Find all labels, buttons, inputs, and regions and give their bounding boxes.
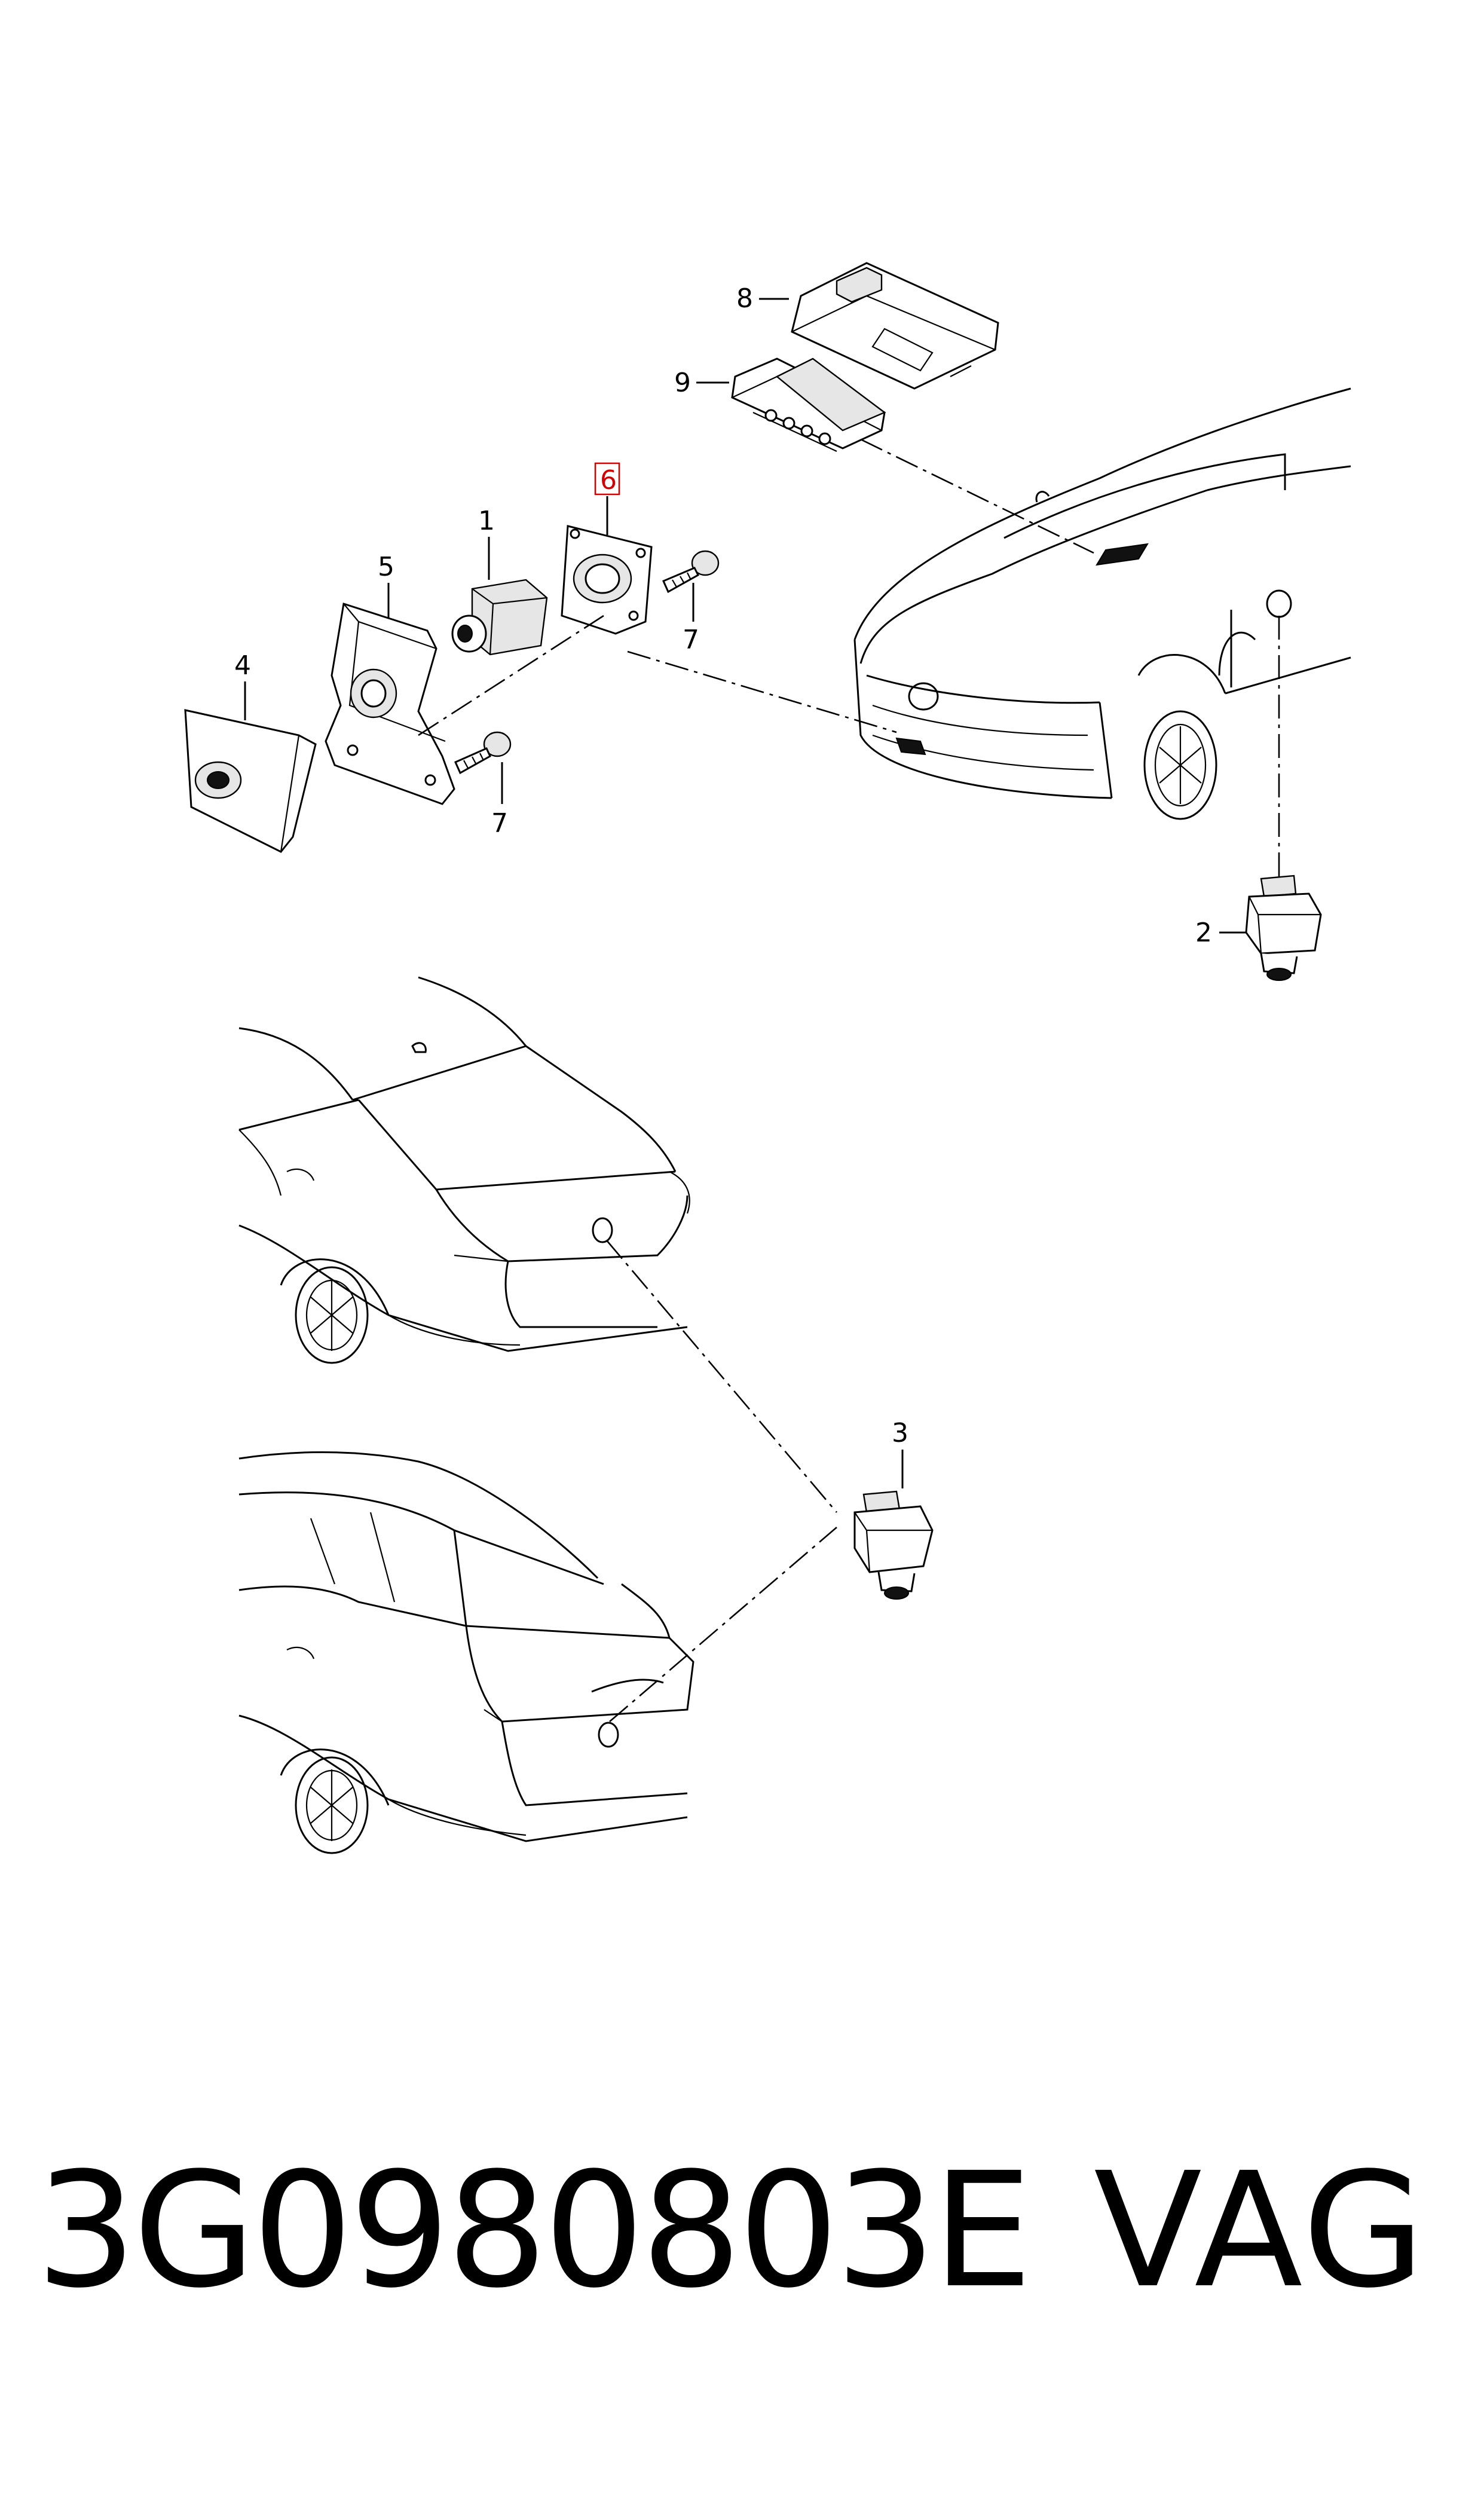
callout-6: 6 bbox=[600, 465, 617, 496]
callout-6-box bbox=[594, 462, 620, 496]
callout-1: 1 bbox=[478, 506, 495, 536]
callout-9: 9 bbox=[674, 368, 691, 398]
part-number: 3G0980803E bbox=[36, 2139, 1033, 2323]
callout-2: 2 bbox=[1195, 918, 1212, 948]
car-rear-wagon bbox=[238, 1451, 694, 1854]
car-front-view bbox=[853, 387, 1351, 820]
assembly-line-5 bbox=[606, 1240, 837, 1513]
part-2-side-camera bbox=[1245, 875, 1322, 981]
assembly-line-2 bbox=[627, 650, 897, 733]
part-3-rear-camera bbox=[853, 1490, 934, 1600]
callout-3: 3 bbox=[892, 1418, 908, 1448]
car-rear-sedan bbox=[238, 976, 690, 1364]
part-4-camera-cover bbox=[184, 709, 317, 853]
assembly-line-1 bbox=[418, 615, 604, 736]
callout-7a: 7 bbox=[683, 625, 699, 655]
part-8-module-cover bbox=[791, 262, 999, 390]
part-7-screw-lower bbox=[454, 731, 512, 775]
callout-4: 4 bbox=[234, 650, 251, 681]
part-1-camera bbox=[451, 579, 548, 656]
part-7-screw-upper bbox=[662, 550, 720, 594]
callout-8: 8 bbox=[736, 283, 753, 314]
part-5-bracket bbox=[325, 603, 455, 805]
callout-7b: 7 bbox=[491, 808, 508, 839]
assembly-line-6 bbox=[609, 1527, 837, 1722]
part-9-control-unit bbox=[731, 357, 886, 452]
assembly-line-3 bbox=[860, 438, 1094, 554]
brand-name: VAG bbox=[1094, 2139, 1428, 2323]
part-6-mounting-plate bbox=[561, 525, 653, 635]
callout-5: 5 bbox=[378, 552, 394, 582]
